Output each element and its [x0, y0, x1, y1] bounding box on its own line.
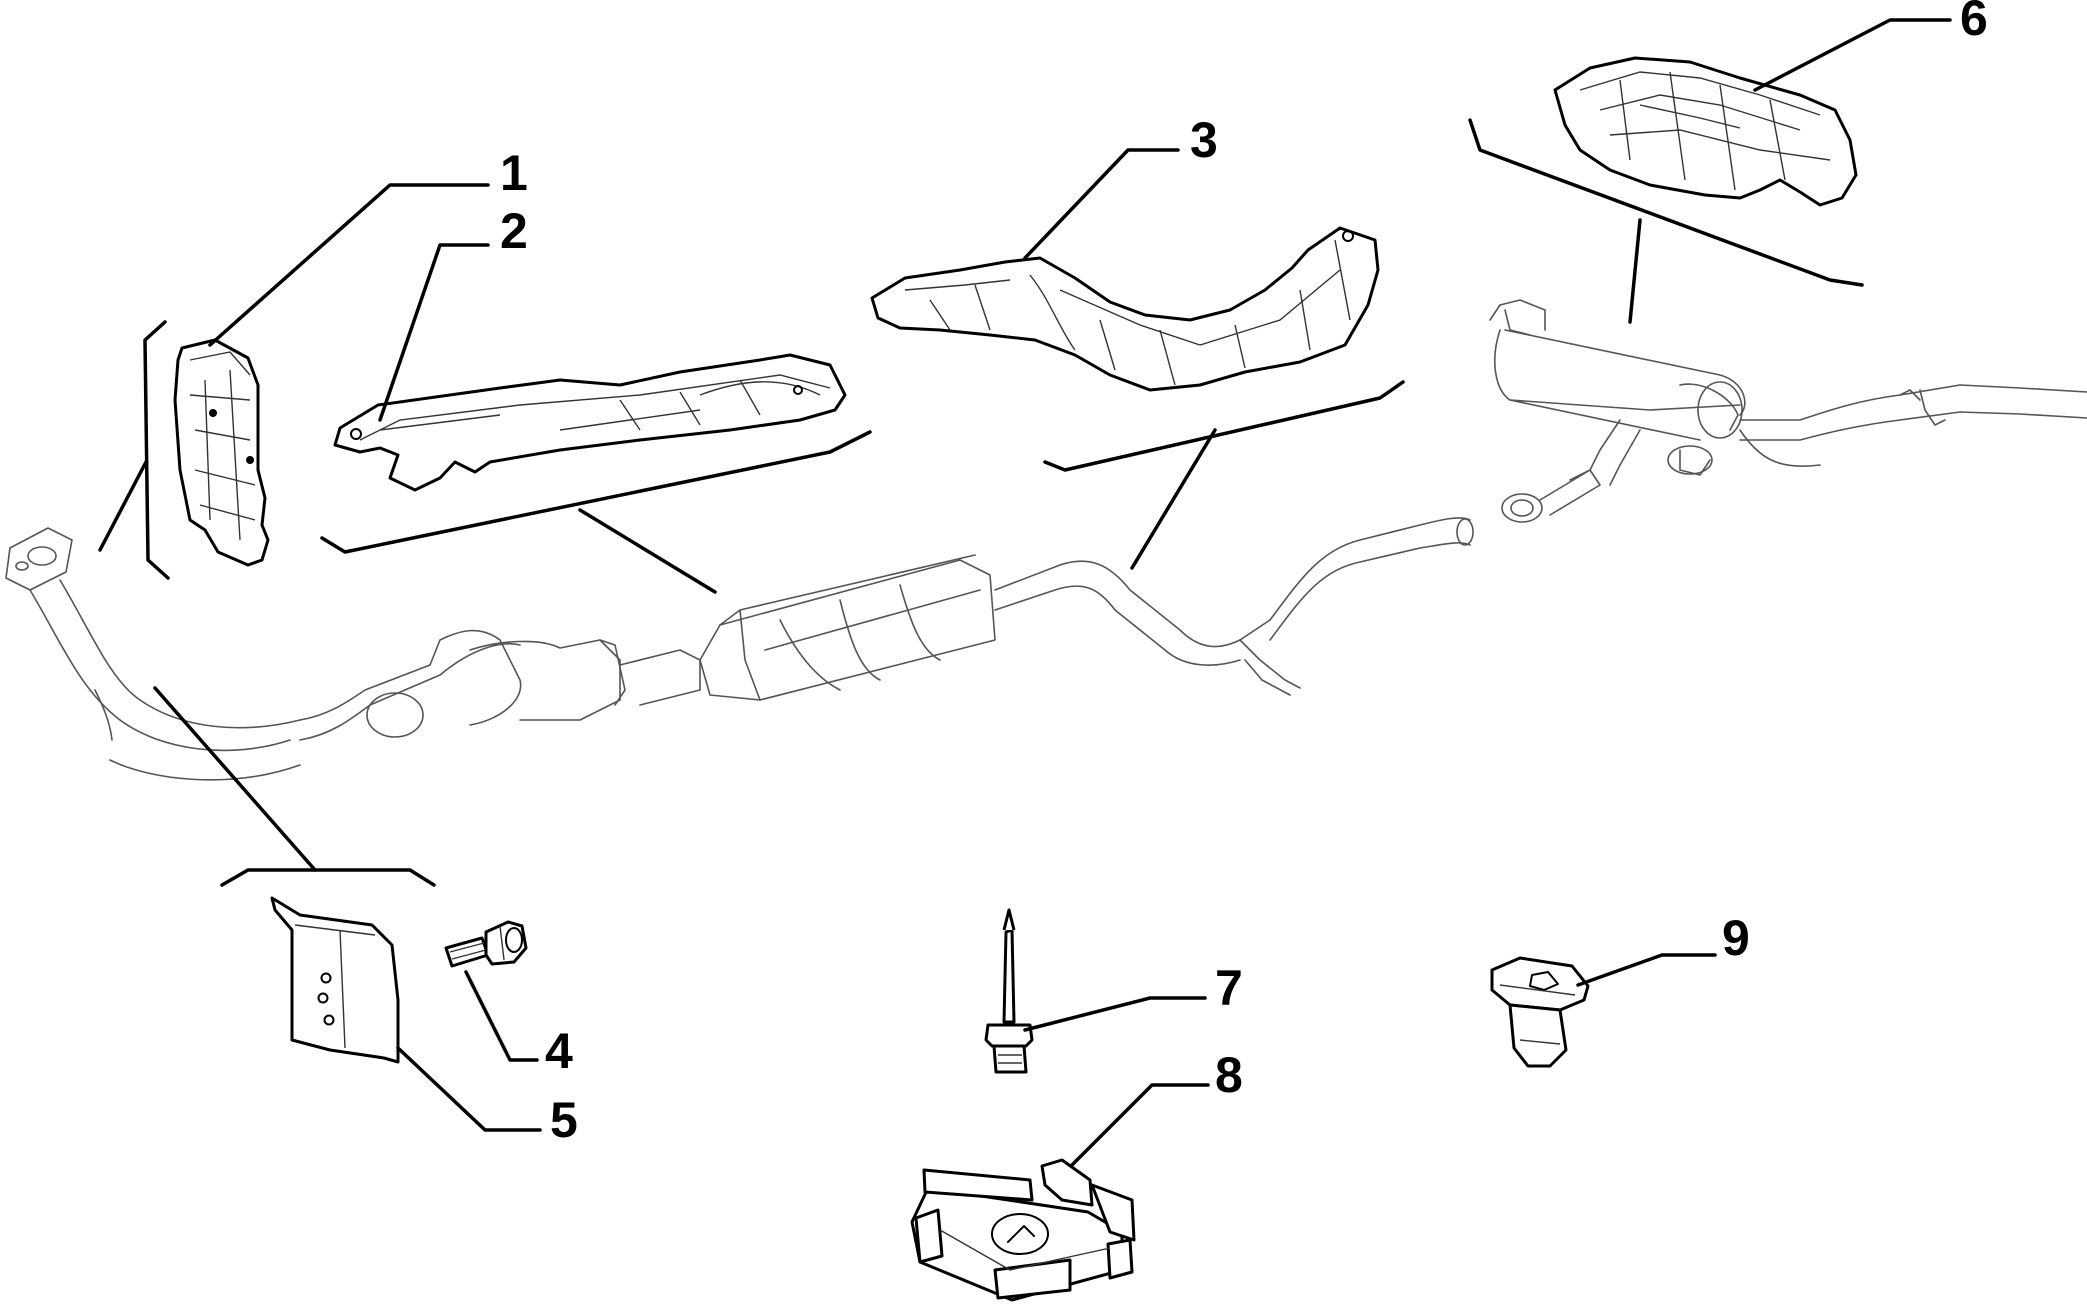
exhaust-pipe-assembly: [5, 299, 2087, 781]
label-3: 3: [1190, 112, 1218, 168]
bolt-4: [444, 920, 528, 968]
label-4: 4: [545, 1023, 573, 1079]
heat-shield-2: [333, 353, 847, 492]
label-6: 6: [1960, 0, 1988, 46]
label-5: 5: [550, 1092, 578, 1148]
part-number-labels: 1 2 3 4 5 6 7 8 9: [500, 0, 1988, 1148]
heat-shield-3: [870, 226, 1380, 392]
label-8: 8: [1215, 1047, 1243, 1103]
heat-shield-1: [173, 338, 270, 567]
label-2: 2: [500, 203, 528, 259]
heat-shield-plate-5: [270, 896, 400, 1064]
stud-pin-7: [984, 908, 1034, 1074]
label-7: 7: [1215, 960, 1243, 1016]
label-9: 9: [1722, 910, 1750, 966]
clip-bracket-8: [910, 1158, 1136, 1302]
label-1: 1: [500, 145, 528, 201]
heat-shield-6: [1553, 56, 1858, 207]
grommet-9: [1490, 956, 1590, 1068]
leader-lines: [98, 18, 1952, 1167]
